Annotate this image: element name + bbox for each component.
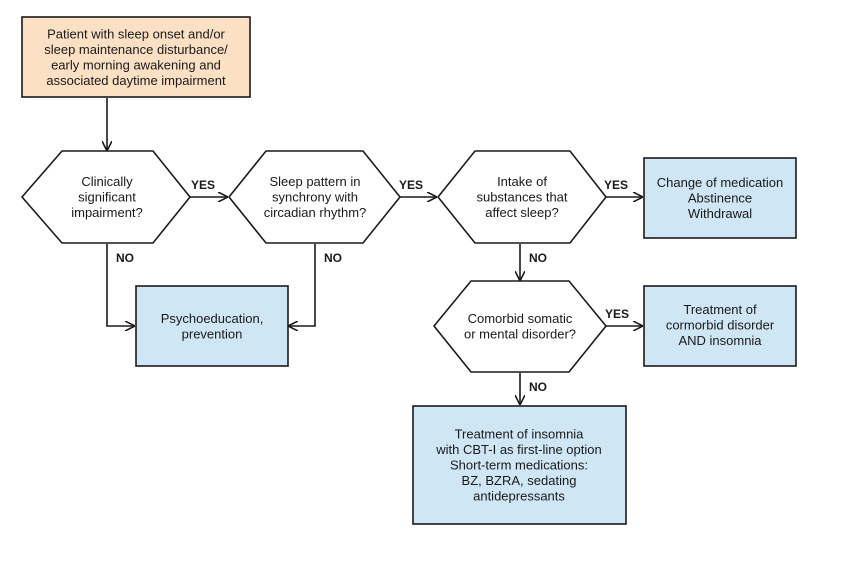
text-line: early morning awakening and [51, 57, 221, 72]
edge-impairment-to-psychoeducation [106, 244, 134, 326]
decision-substances [436, 150, 608, 244]
no-label-substances: NO [529, 251, 547, 265]
decision-circadian [227, 150, 402, 244]
text-line: associated daytime impairment [46, 73, 226, 88]
text-line: Intake of [497, 174, 547, 189]
text-line: BZ, BZRA, sedating [462, 473, 577, 488]
text-line: Sleep pattern in [269, 174, 360, 189]
text-line: Abstinence [688, 191, 752, 206]
text-line: substances that [476, 190, 567, 205]
text-line: with CBT-I as first-line option [435, 442, 601, 457]
text-line: or mental disorder? [464, 326, 576, 341]
text-line: affect sleep? [485, 205, 558, 220]
yes-label-comorbid: YES [605, 307, 629, 321]
decision-comorbid [432, 280, 608, 373]
text-line: prevention [182, 326, 243, 341]
no-label-comorbid: NO [529, 380, 547, 394]
comorbid-treatment-box [643, 285, 797, 367]
decision-impairment [20, 150, 192, 244]
yes-label-substances: YES [604, 178, 628, 192]
text-line: Comorbid somatic [468, 311, 573, 326]
text-line: Short-term medications: [450, 458, 588, 473]
text-line: Treatment of [683, 302, 757, 317]
edge-circadian-to-psychoeducation [289, 244, 316, 326]
no-label-circadian: NO [324, 251, 342, 265]
psychoeducation-box [135, 285, 289, 367]
text-line: sleep maintenance disturbance/ [44, 42, 228, 57]
text-line: Patient with sleep onset and/or [47, 26, 225, 41]
text-line: Treatment of insomnia [455, 427, 585, 442]
yes-label-circadian: YES [399, 178, 423, 192]
yes-label-impairment: YES [191, 178, 215, 192]
insomnia-treatment-box [412, 405, 627, 525]
text-line: synchrony with [272, 190, 358, 205]
text-line: impairment? [71, 205, 143, 220]
text-line: Psychoeducation, [161, 311, 264, 326]
text-line: significant [78, 190, 136, 205]
text-line: Clinically [81, 174, 133, 189]
no-label-impairment: NO [116, 251, 134, 265]
text-line: cormorbid disorder [666, 318, 775, 333]
text-line: antidepressants [473, 489, 565, 504]
start-box [21, 16, 251, 98]
text-line: Withdrawal [688, 206, 752, 221]
text-line: circadian rhythm? [264, 205, 367, 220]
text-line: Change of medication [657, 175, 783, 190]
medication-change-box [643, 157, 797, 239]
text-line: AND insomnia [678, 333, 762, 348]
psychoeducation-text: Psychoeducation,prevention [161, 311, 264, 342]
